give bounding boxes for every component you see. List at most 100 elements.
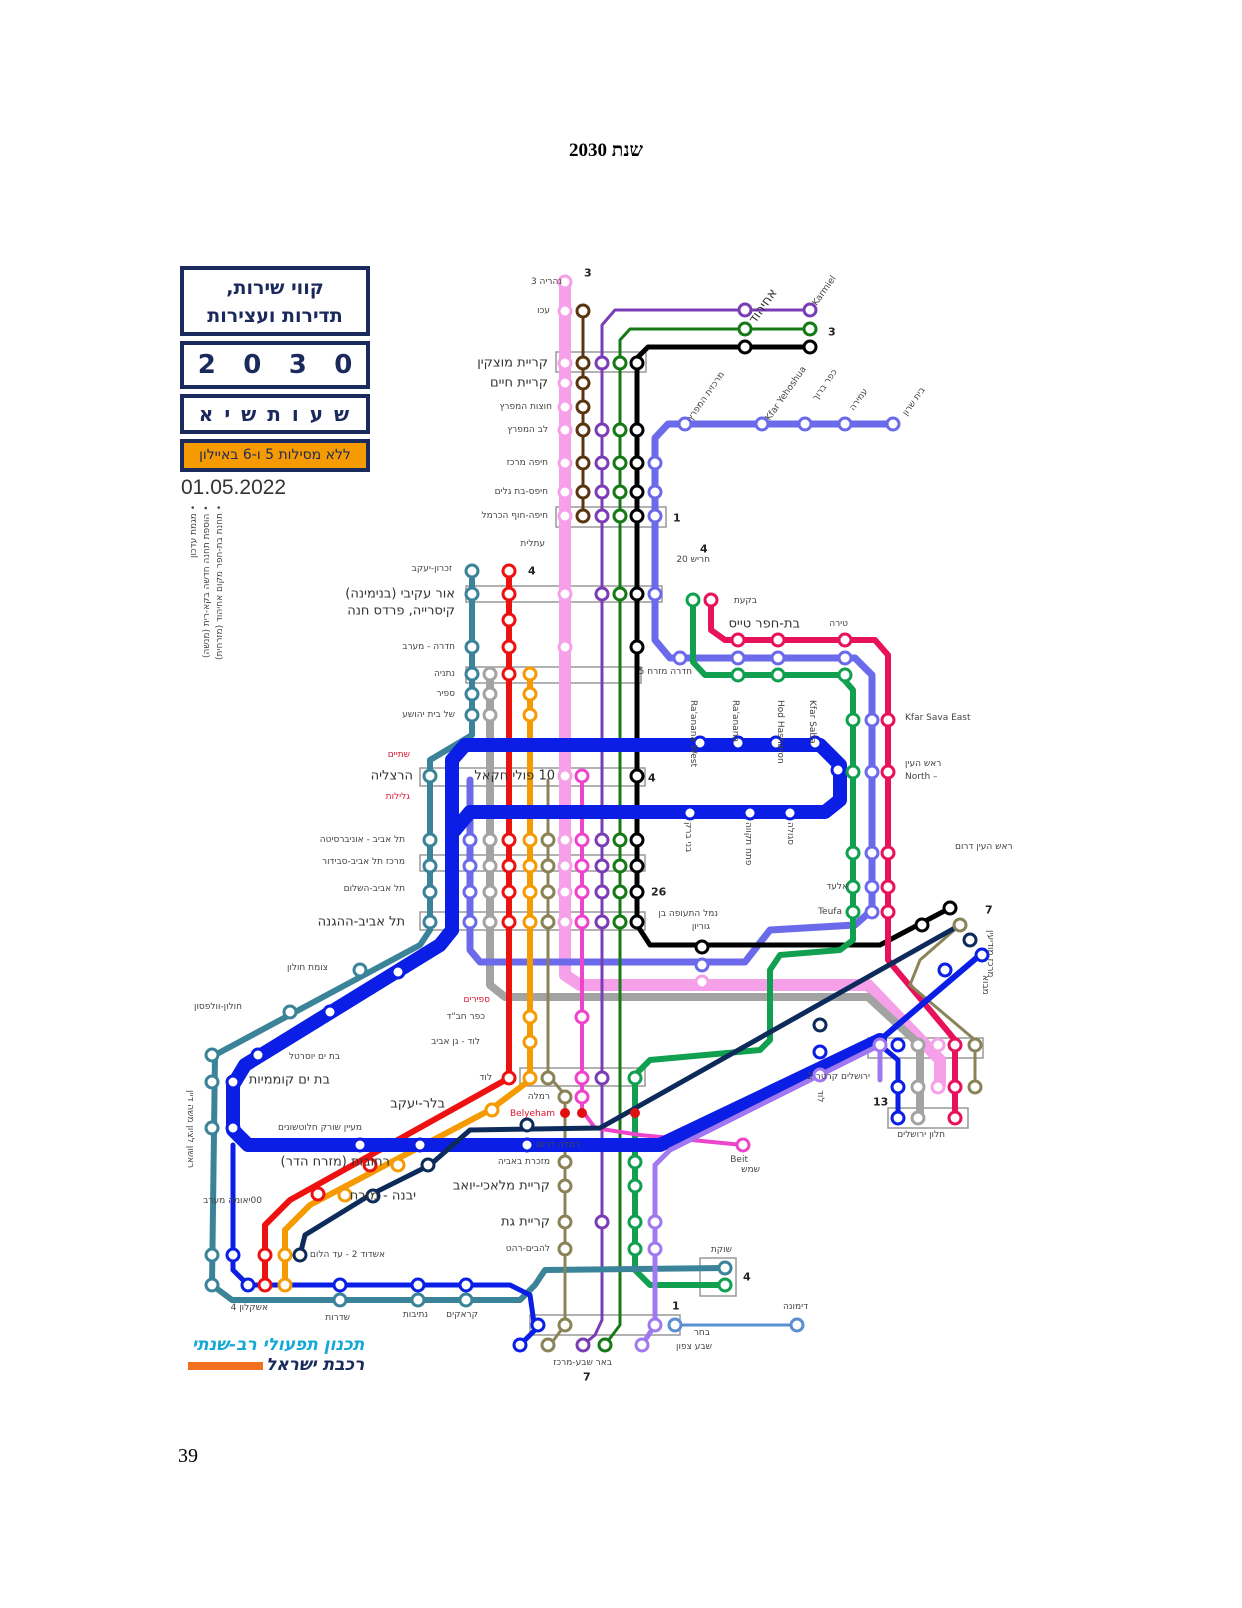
station-marker [482, 666, 498, 682]
station-label-ta-hahagana: תל אביב-ההגנה [317, 914, 405, 930]
station-marker [629, 639, 645, 655]
station-marker [422, 858, 438, 874]
station-marker [512, 1337, 528, 1353]
station-label-kfar-sava-east: Kfar Sava East [905, 713, 971, 723]
station-marker [410, 1277, 426, 1293]
station-marker [412, 1137, 428, 1153]
station-marker [812, 1067, 828, 1083]
station-marker [464, 563, 480, 579]
station-marker [204, 1047, 220, 1063]
station-marker [694, 974, 710, 990]
station-label-ta-university: תל אביב - אוניברסיטה [319, 835, 405, 845]
station-marker [845, 879, 861, 895]
station-marker [910, 1110, 926, 1126]
station-marker [629, 422, 645, 438]
station-marker [612, 914, 628, 930]
rail-line-olive [908, 923, 977, 1092]
station-marker [557, 914, 573, 930]
line-count-label: 4 [648, 771, 656, 785]
station-label-airport-2: גוריון [691, 922, 710, 932]
station-marker [802, 339, 818, 355]
station-marker [717, 1277, 733, 1293]
station-marker [462, 832, 478, 848]
station-marker [837, 632, 853, 648]
station-marker [390, 964, 406, 980]
station-marker [557, 884, 573, 900]
station-marker [594, 884, 610, 900]
station-marker [627, 1241, 643, 1257]
station-label-ofakim: קראקים [446, 1310, 478, 1320]
station-marker [540, 914, 556, 930]
station-label-rehovot: רחובות (מזרח הדר) [280, 1154, 390, 1170]
station-marker [647, 508, 663, 524]
station-marker [574, 1009, 590, 1025]
station-label-teufa: Teufa [818, 907, 842, 917]
station-label-haifa-merkaz: חיפה מרכז [506, 458, 548, 468]
station-label-rishon: ראשון לציון משה דיין [185, 1090, 195, 1169]
line-count-label: 4 [528, 564, 536, 578]
station-marker [458, 1277, 474, 1293]
station-marker [682, 805, 698, 821]
station-marker [462, 884, 478, 900]
line-count-label: 7 [583, 1370, 591, 1384]
station-marker [629, 586, 645, 602]
station-marker [770, 667, 786, 683]
year-digit: 0 [334, 350, 353, 380]
station-label-holon-wolfson: חולון-וולפסון [194, 1002, 242, 1012]
station-marker [462, 858, 478, 874]
station-marker [519, 1117, 535, 1133]
station-label-bnei-brak: בני ברק [683, 822, 693, 853]
station-marker [880, 712, 896, 728]
station-label-zichron: זכרון-יעקב [411, 564, 452, 574]
station-label-ta-savidor: מרכז תל אביב-סבידור [321, 857, 405, 867]
station-marker [352, 1137, 368, 1153]
station-marker [557, 303, 573, 319]
station-label-nahariya: נהריה 3 [530, 277, 562, 287]
station-marker [612, 355, 628, 371]
station-marker [812, 1044, 828, 1060]
station-marker [864, 712, 880, 728]
station-marker [872, 1037, 888, 1053]
station-label-beer-north: שבע צפון [676, 1342, 712, 1352]
station-marker [647, 1317, 663, 1333]
station-marker [420, 1157, 436, 1173]
station-label-beit-shemesh-en: Beit [730, 1155, 748, 1165]
station-marker [864, 904, 880, 920]
station-label-kfar-chabad: כפר חב"ד [446, 1012, 485, 1022]
station-marker [522, 858, 538, 874]
station-marker [575, 399, 591, 415]
station-label-belyeham: Belyeham [509, 1109, 555, 1119]
station-marker [647, 586, 663, 602]
year-digit: 2 [197, 350, 216, 380]
station-marker [685, 592, 701, 608]
station-marker [422, 768, 438, 784]
station-label-hof-hacarmel: חיפה-חוף הכרמל [481, 511, 548, 521]
station-marker [332, 1277, 348, 1293]
station-marker [204, 1074, 220, 1090]
station-marker [930, 1079, 946, 1095]
station-marker [522, 1070, 538, 1086]
station-marker [730, 735, 746, 751]
station-label-caesarea: קיסרייה, פרדס חנה [347, 603, 455, 619]
station-marker [612, 455, 628, 471]
station-marker [501, 884, 517, 900]
station-marker [575, 484, 591, 500]
legend-period-box: ש ע ו ת ש י א [180, 394, 370, 434]
station-marker [802, 321, 818, 337]
station-label-ramla: רמלה [527, 1092, 550, 1102]
highlighted-station-marker [577, 1108, 587, 1118]
station-label-sapirim: ספירים [463, 995, 490, 1005]
rail-line-red [262, 567, 512, 1288]
station-marker [557, 858, 573, 874]
station-marker [557, 1089, 573, 1105]
station-label-tira: טירה [829, 619, 848, 629]
station-marker [557, 455, 573, 471]
rail-line-teal [209, 567, 728, 1303]
station-marker [612, 832, 628, 848]
station-marker [250, 1047, 266, 1063]
station-marker [540, 884, 556, 900]
israel-railways-logo: תכנון תפעולי רב-שנתי רכבת ישראל [188, 1335, 364, 1375]
station-marker [647, 1241, 663, 1257]
station-marker [482, 914, 498, 930]
